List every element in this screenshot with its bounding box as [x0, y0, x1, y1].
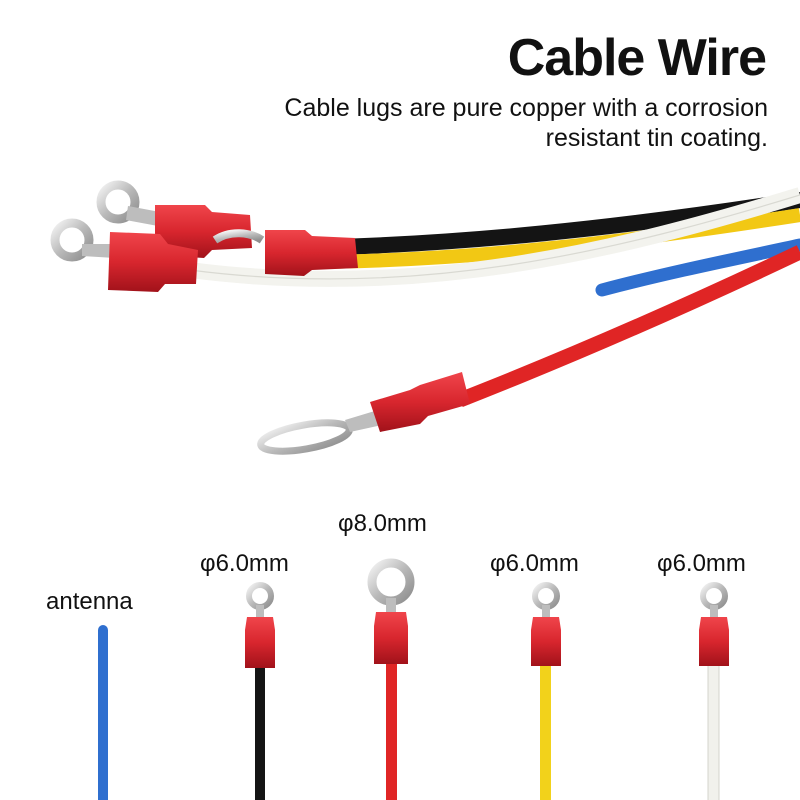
red-insulator	[108, 232, 198, 292]
spec-label-black: φ6.0mm	[200, 550, 289, 577]
ring-lug-3	[212, 229, 358, 276]
white-cable-assembly	[699, 582, 729, 800]
red-cable-assembly	[367, 558, 415, 800]
ring-lug-1	[96, 180, 252, 258]
red-wire	[457, 245, 800, 407]
subtitle-line-1: Cable lugs are pure copper with a corros…	[284, 94, 768, 122]
red-insulator	[265, 230, 358, 276]
yellow-wire	[299, 208, 800, 269]
black-cable-assembly	[245, 582, 275, 800]
red-insulator	[155, 205, 252, 258]
page-subtitle: Cable lugs are pure copper with a corros…	[168, 93, 768, 153]
antenna-wire	[98, 625, 108, 800]
cable-bundle	[50, 180, 800, 455]
page-title: Cable Wire	[507, 29, 767, 87]
subtitle-line-2: resistant tin coating.	[545, 124, 768, 152]
spec-label-yellow: φ6.0mm	[490, 550, 579, 577]
spec-label-antenna: antenna	[46, 588, 133, 615]
spec-label-white: φ6.0mm	[657, 550, 746, 577]
blue-wire	[595, 238, 800, 297]
ring-lug-2	[50, 218, 198, 292]
spec-label-red: φ8.0mm	[338, 510, 427, 537]
red-insulator	[370, 372, 470, 432]
ring-lug-4	[257, 372, 470, 455]
yellow-cable-assembly	[531, 582, 561, 800]
